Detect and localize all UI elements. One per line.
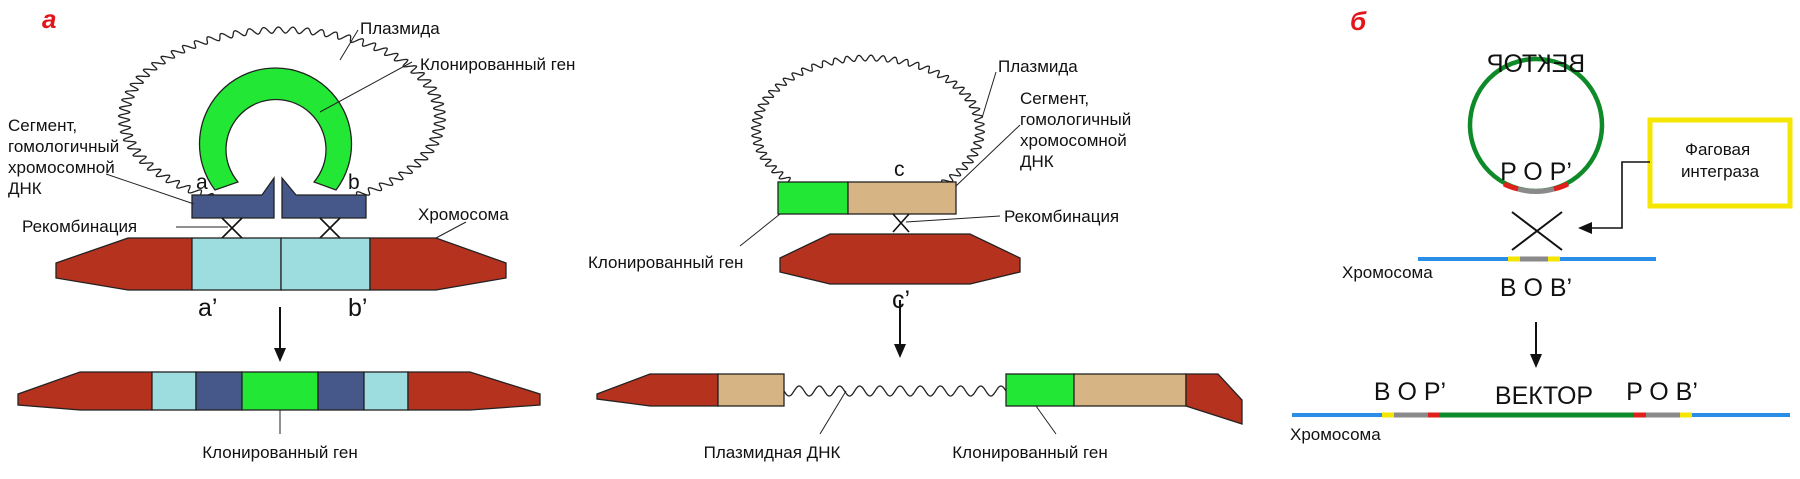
left-homology-b-prime [280, 237, 371, 291]
middle-plasmid-dna-wave [783, 385, 1007, 397]
left-segment-label-line2: гомологичный [8, 137, 119, 156]
middle-segment-label: Сегмент, гомологичный хромосомной ДНК [1020, 89, 1136, 171]
left-result-left-end [17, 371, 153, 411]
left-segment-b [281, 176, 367, 219]
left-homology-a-prime [191, 237, 282, 291]
middle-result-segment-right [1073, 373, 1187, 407]
middle-segment-label-line1: Сегмент, [1020, 89, 1089, 108]
integrase-label-line2: интеграза [1681, 162, 1760, 181]
vector-site-red-right [1553, 181, 1570, 192]
middle-site-c-prime: c’ [892, 286, 910, 314]
middle-segment-label-line2: гомологичный [1020, 110, 1131, 129]
right-down-arrow [1530, 322, 1542, 368]
left-segment-label-line3: хромосомной [8, 158, 115, 177]
vector-site-red-left [1502, 181, 1519, 192]
left-segment-label-line4: ДНК [8, 179, 42, 198]
middle-plasmid-label: Плазмида [998, 57, 1078, 76]
left-result-right-end [407, 371, 541, 411]
left-chromosome-label: Хромосома [418, 205, 509, 224]
middle-result-left-end [596, 373, 719, 407]
left-recombination-label: Рекомбинация [22, 217, 137, 236]
panel-label-b: б [1350, 6, 1367, 36]
left-down-arrow [274, 307, 286, 362]
middle-result-segment-left [717, 373, 785, 407]
vector-arc-label: ВЕКТОР [1487, 50, 1585, 78]
middle-result-gene-leader [1035, 405, 1057, 435]
attb-site-label: B O B’ [1500, 274, 1572, 302]
left-segment-label: Сегмент, гомологичный хромосомной ДНК [8, 116, 124, 198]
middle-segment-leader [955, 124, 1021, 187]
middle-recombination-label: Рекомбинация [1004, 207, 1119, 226]
attp-site-label: P O P’ [1500, 158, 1572, 186]
left-chromosome-right-end [369, 237, 507, 291]
integrase-label-line1: Фаговая [1685, 140, 1750, 159]
middle-plasmid-loop [750, 54, 986, 200]
left-plasmid-loop [117, 26, 447, 204]
middle-cloned-gene-label: Клонированный ген [588, 253, 743, 272]
middle-result-cloned-gene-label: Клонированный ген [952, 443, 1107, 462]
attr-site-label: P O B’ [1626, 378, 1698, 406]
left-result-cloned-gene [241, 371, 319, 411]
vector-arc-text: ВЕКТОР [1487, 50, 1585, 78]
left-recombination-cross-a [221, 217, 243, 239]
middle-cloned-gene-block [777, 181, 849, 215]
result-vector-label: ВЕКТОР [1495, 382, 1593, 410]
integrase-box [1647, 117, 1793, 209]
left-segment-leader [105, 173, 195, 205]
chromosome-label-bottom: Хромосома [1290, 425, 1381, 444]
left-result-homology-b [363, 371, 409, 411]
left-site-b: b [348, 171, 360, 194]
integrase-label: Фаговая интеграза [1681, 140, 1760, 181]
middle-recombination-cross [892, 213, 910, 233]
integrase-cross [1511, 211, 1563, 251]
middle-scheme: c c’ Плазмида Сегмент, гомологичный хром… [588, 54, 1243, 462]
middle-homology-segment-c [847, 181, 957, 215]
middle-plasmid-dna-label: Плазмидная ДНК [704, 443, 841, 462]
chromosome-label-top: Хромосома [1342, 263, 1433, 282]
left-chromosome-leader [435, 221, 467, 239]
middle-result-cloned-gene [1005, 373, 1075, 407]
left-result-segment-a [195, 371, 243, 411]
vector-core-gray [1517, 186, 1555, 194]
left-gene-leader [319, 61, 413, 113]
left-site-a: a [196, 171, 208, 194]
right-scheme: ВЕКТОР P O P’ Фаговая интеграза Хромосом… [1290, 50, 1793, 444]
left-recombination-cross-b [319, 217, 341, 239]
left-chromosome-left-end [55, 237, 193, 291]
left-plasmid-label: Плазмида [360, 19, 440, 38]
middle-chromosome [779, 233, 1021, 285]
left-site-a-prime: a’ [198, 294, 217, 322]
left-cloned-gene-arc [198, 67, 353, 191]
left-segment-label-line1: Сегмент, [8, 116, 77, 135]
attl-site-label: B O P’ [1374, 378, 1446, 406]
middle-segment-label-line3: хромосомной [1020, 131, 1127, 150]
middle-recombination-leader [905, 215, 1001, 223]
middle-result-right-end [1185, 373, 1243, 425]
left-plasmid-leader [339, 29, 359, 61]
left-scheme: a b a’ b’ Плазмида Клонированный ген Сег… [8, 19, 575, 462]
middle-plasmid-dna-leader [819, 390, 847, 435]
left-site-b-prime: b’ [348, 294, 367, 322]
left-result-cloned-gene-label: Клонированный ген [202, 443, 357, 462]
panel-label-a: а [42, 4, 56, 34]
left-result-homology-a [151, 371, 197, 411]
integrase-arrow [1578, 161, 1650, 234]
middle-cloned-gene-leader [739, 213, 781, 247]
middle-site-c: c [894, 158, 905, 181]
middle-segment-label-line4: ДНК [1020, 152, 1054, 171]
left-segment-a [191, 175, 275, 219]
middle-plasmid-leader [981, 71, 997, 119]
middle-down-arrow [894, 300, 906, 358]
left-cloned-gene-label: Клонированный ген [420, 55, 575, 74]
left-result-segment-b [317, 371, 365, 411]
